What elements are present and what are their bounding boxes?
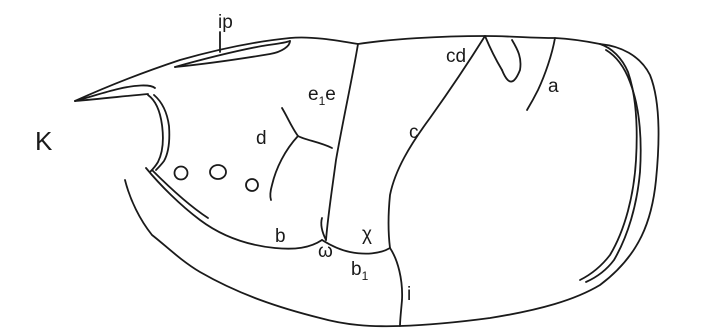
label-b1: b1 [351,259,369,283]
label-d: d [256,128,267,149]
label-e1e-sub: 1 [319,94,326,108]
suture-e1e [325,43,359,241]
label-ip: ip [218,12,233,33]
label-e1e-tail: e [325,84,336,105]
lower-front-inner [151,169,209,219]
label-e1e: e1e [308,84,336,108]
posterior-margin-outer [579,43,638,281]
suture-cd-right [501,39,522,83]
label-a: a [548,76,559,97]
label-c: c [409,122,419,143]
orbit-circle-3 [245,178,259,192]
suture-c [387,35,486,249]
lower-front-outer [145,167,323,250]
label-omega: ω [318,241,333,262]
suture-d-curve [269,135,299,201]
suture-omega [321,239,391,255]
label-b1-base: b [351,259,362,280]
label-cd: cd [446,46,466,67]
label-i: i [407,284,411,305]
ip-ridge-upper [174,40,291,68]
outer-outline-upper [74,35,660,328]
suture-i [389,247,403,327]
orbit-circle-2 [209,164,227,180]
suture-cd-left [484,35,503,71]
anterior-margin-inner [153,94,171,171]
label-b: b [275,226,286,247]
posterior-margin-inner [585,49,642,283]
suture-d-stem [281,107,333,149]
snout-spike [74,84,156,102]
label-b1-sub: 1 [362,269,369,283]
suture-a [526,37,556,111]
suture-chi-base [320,217,327,241]
label-e1e-base: e [308,84,319,105]
ip-ridge-lower [174,40,291,68]
label-chi: χ [362,224,372,245]
label-k: K [35,126,53,156]
anterior-margin-outer [147,94,164,173]
orbit-circle-1 [173,165,189,181]
snout-spike-lower [74,93,149,102]
